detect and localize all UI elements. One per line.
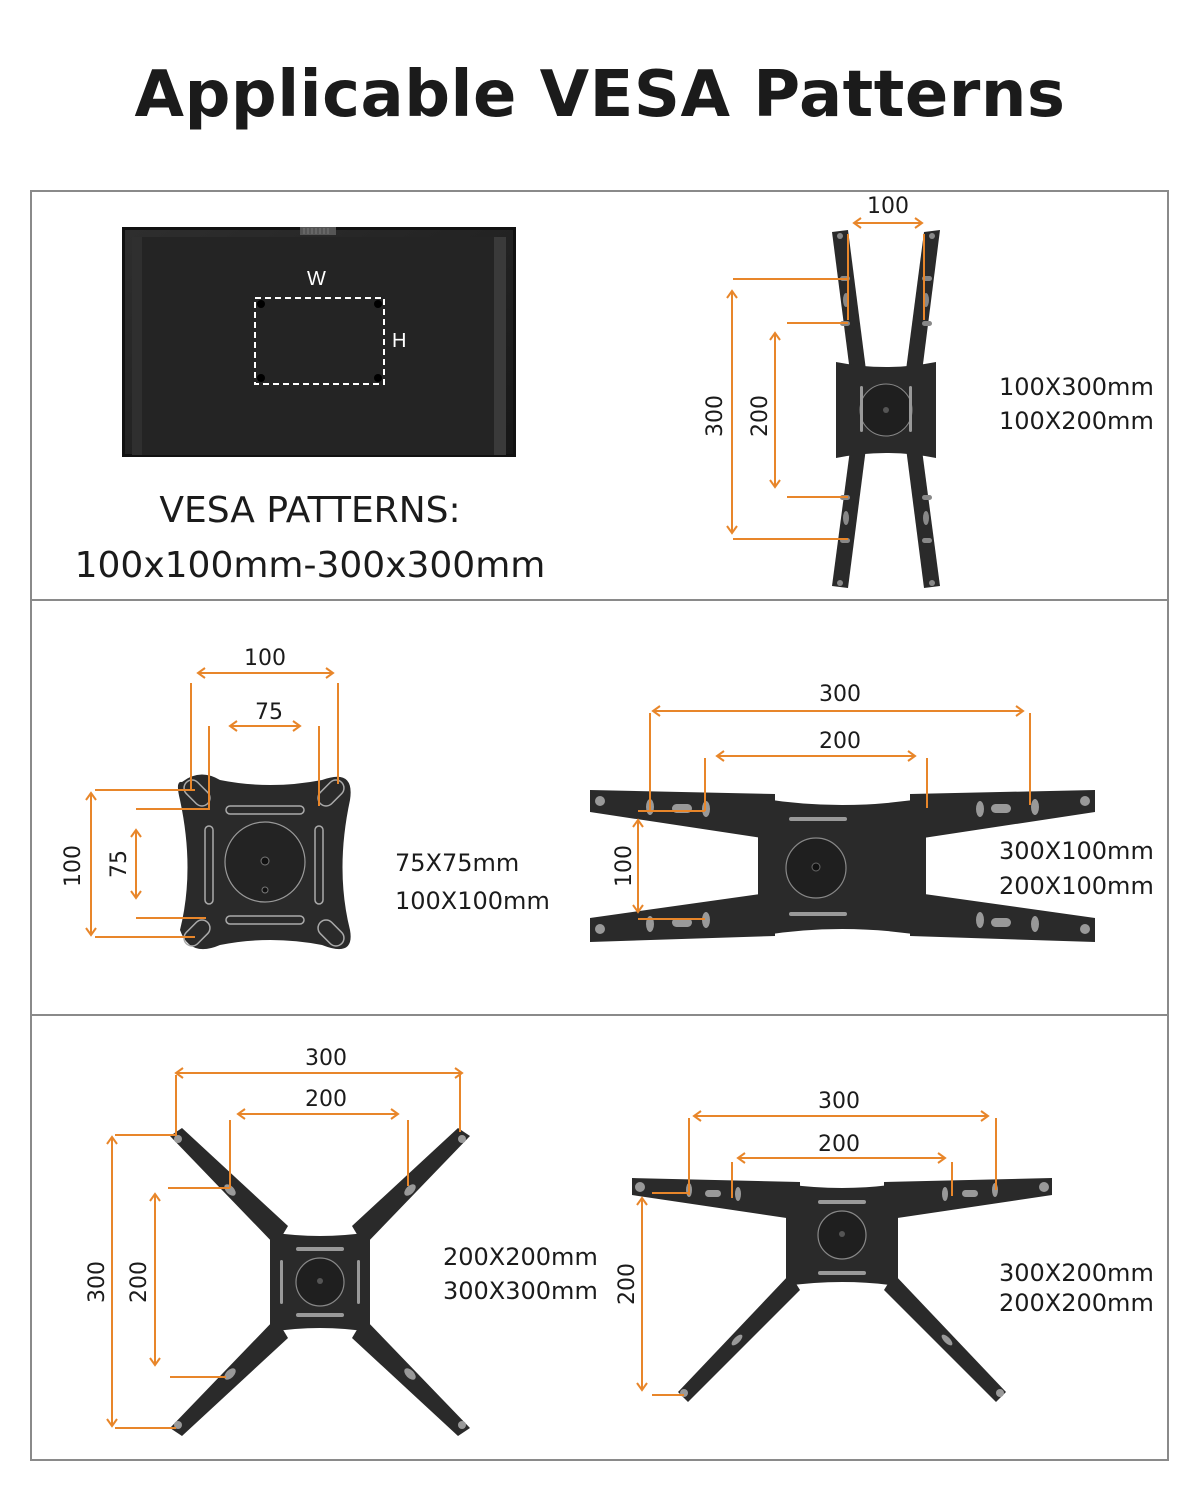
dim-height-200: 200: [748, 395, 773, 437]
spec-300x300: 300X300mm: [443, 1277, 598, 1305]
dim-height-300: 300: [85, 1261, 110, 1303]
dim-height-200: 200: [127, 1261, 152, 1303]
row-divider-2: [30, 1014, 1169, 1016]
dim-width-200: 200: [305, 1087, 347, 1112]
horizontal-bracket-diagram: 300 200 100: [580, 680, 1120, 960]
spec-75x75: 75X75mm: [395, 849, 520, 877]
dim-width-100: 100: [244, 646, 286, 671]
vesa-caption-line2: 100x100mm-300x300mm: [74, 545, 546, 586]
spec-100x100: 100X100mm: [395, 887, 550, 915]
dim-width-200: 200: [819, 729, 861, 754]
small-plate-diagram: 100 75 100 75: [50, 640, 370, 960]
page-title: Applicable VESA Patterns: [134, 58, 1066, 132]
diagram-frame: [30, 190, 1169, 1461]
x-bracket-diagram: 300 200 300 200: [70, 1040, 490, 1450]
spec-100x300: 100X300mm: [999, 373, 1154, 401]
dim-height-100: 100: [612, 845, 637, 887]
vertical-bracket-diagram: 100 300 200: [690, 190, 990, 600]
vesa-caption-line1: VESA PATTERNS:: [159, 490, 461, 531]
dim-width-300: 300: [818, 1089, 860, 1114]
spec-300x200: 300X200mm: [999, 1259, 1154, 1287]
height-label: H: [392, 330, 407, 352]
tv-back-illustration: W H: [122, 225, 516, 457]
y-bracket-diagram: 300 200 200: [610, 1080, 1060, 1420]
dim-height-200: 200: [615, 1263, 640, 1305]
dim-height-75: 75: [107, 850, 132, 878]
dim-width-75: 75: [255, 700, 283, 725]
tv-back-icon: [122, 227, 516, 457]
width-label: W: [307, 268, 326, 290]
spec-100x200: 100X200mm: [999, 407, 1154, 435]
dim-width-100: 100: [867, 194, 909, 219]
small-plate-icon: 100 75 100 75: [61, 646, 351, 950]
spec-300x100: 300X100mm: [999, 837, 1154, 865]
spec-200x100: 200X100mm: [999, 872, 1154, 900]
dim-width-300: 300: [305, 1046, 347, 1071]
x-bracket-icon: 300 200 300 200: [85, 1046, 470, 1436]
dim-height-300: 300: [703, 395, 728, 437]
dim-height-100: 100: [61, 845, 86, 887]
row-divider-1: [30, 599, 1169, 601]
dim-width-300: 300: [819, 682, 861, 707]
vertical-bracket-icon: 100 300 200: [703, 194, 940, 588]
y-bracket-icon: 300 200 200: [615, 1089, 1052, 1402]
spec-200x200-y: 200X200mm: [999, 1289, 1154, 1317]
horizontal-bracket-icon: 300 200 100: [590, 682, 1095, 942]
spec-200x200: 200X200mm: [443, 1243, 598, 1271]
dim-width-200: 200: [818, 1132, 860, 1157]
